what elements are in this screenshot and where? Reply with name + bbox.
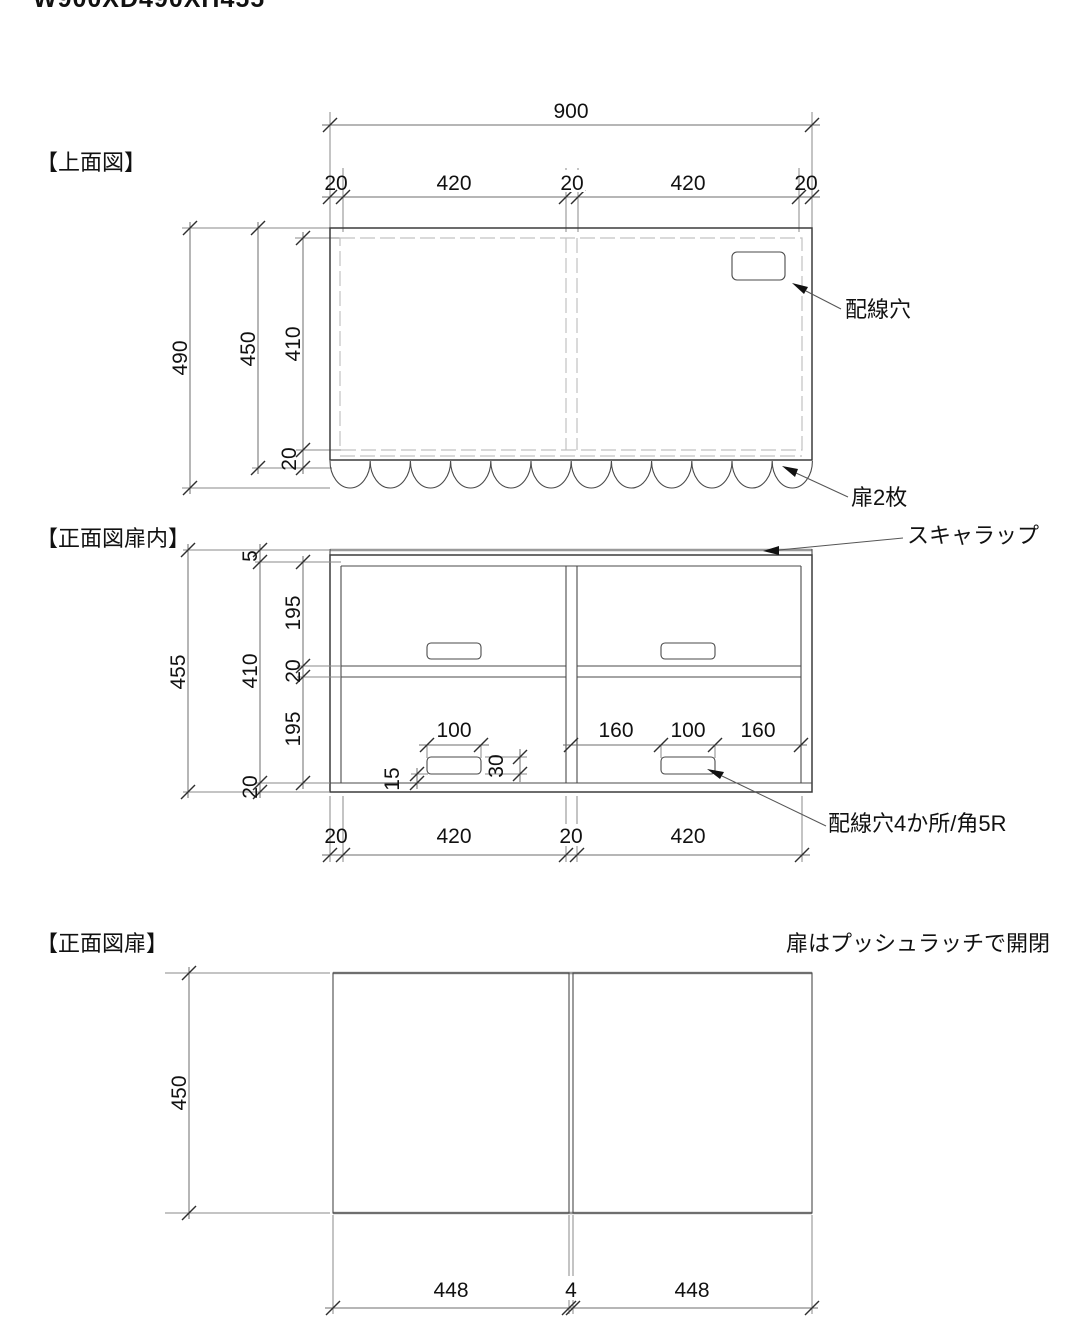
top-view-extension-lines bbox=[182, 112, 813, 489]
front-doors-body bbox=[332, 971, 813, 1215]
front-doors-heading: 【正面図扉】 bbox=[36, 931, 168, 956]
dim-door-thickness: 20 bbox=[278, 447, 301, 470]
left-door bbox=[332, 972, 570, 1214]
dim-w-seg: 420 bbox=[436, 172, 471, 195]
top-view: 【上面図】 bbox=[36, 100, 911, 510]
dim-h-seg: 195 bbox=[282, 711, 305, 746]
wiring-hole bbox=[660, 756, 716, 775]
dim-w-seg: 420 bbox=[670, 172, 705, 195]
right-door bbox=[572, 972, 813, 1214]
front-open-view: 【正面図扉内】 bbox=[36, 523, 1039, 863]
dim-h-seg: 20 bbox=[282, 659, 305, 682]
dim-w-seg: 20 bbox=[794, 172, 817, 195]
dim-depth-mid: 450 bbox=[237, 331, 260, 366]
front-doors-dims bbox=[165, 965, 820, 1316]
dim-right-seg: 100 bbox=[670, 719, 705, 742]
wiring-holes-label: 配線穴4か所/角5R bbox=[828, 811, 1006, 836]
dim-depth-inner: 410 bbox=[282, 326, 305, 361]
front-doors-view: 【正面図扉】 扉はプッシュラッチで開閉 450 448 4 448 bbox=[36, 931, 1050, 1316]
wiring-hole bbox=[660, 642, 716, 660]
dim-door-seg: 4 bbox=[565, 1279, 577, 1302]
dim-hole-offset: 15 bbox=[381, 767, 404, 790]
dim-hole-width: 100 bbox=[436, 719, 471, 742]
wiring-hole bbox=[426, 642, 482, 660]
top-view-body bbox=[329, 227, 813, 489]
dim-w-seg: 20 bbox=[324, 825, 347, 848]
wiring-hole-label: 配線穴 bbox=[845, 297, 911, 322]
dim-right-seg: 160 bbox=[598, 719, 633, 742]
front-open-hole-dims bbox=[409, 737, 809, 791]
arrow-wiring-holes bbox=[707, 769, 724, 779]
dim-w-seg: 20 bbox=[560, 172, 583, 195]
dim-depth-outer: 490 bbox=[169, 340, 192, 375]
arrow-doors bbox=[782, 466, 798, 477]
dim-door-seg: 448 bbox=[433, 1279, 468, 1302]
push-latch-note: 扉はプッシュラッチで開閉 bbox=[786, 931, 1050, 956]
wiring-hole-top-view bbox=[731, 251, 786, 281]
arrow-scallop bbox=[763, 546, 779, 555]
dim-bottom-panel: 20 bbox=[239, 775, 262, 798]
door-scallops bbox=[329, 460, 813, 489]
dim-height-total: 455 bbox=[167, 654, 190, 689]
dim-h-seg: 195 bbox=[282, 595, 305, 630]
dim-total-width: 900 bbox=[553, 100, 588, 123]
top-view-dim-lines bbox=[182, 117, 820, 496]
model-code: W900XD490XH455 bbox=[33, 0, 265, 13]
dim-w-seg: 20 bbox=[559, 825, 582, 848]
dim-door-seg: 448 bbox=[674, 1279, 709, 1302]
front-open-body bbox=[329, 548, 813, 793]
top-view-callouts: 配線穴 扉2枚 bbox=[782, 283, 911, 510]
dim-door-height: 450 bbox=[168, 1075, 191, 1110]
wiring-hole bbox=[426, 756, 482, 775]
dim-w-seg: 420 bbox=[670, 825, 705, 848]
front-open-callouts: スキャラップ 配線穴4か所/角5R bbox=[707, 523, 1039, 836]
dim-right-seg: 160 bbox=[740, 719, 775, 742]
dim-top-lip: 5 bbox=[239, 550, 262, 562]
front-open-left-dims bbox=[180, 542, 341, 800]
arrow-wiring-hole bbox=[792, 283, 808, 294]
front-open-heading: 【正面図扉内】 bbox=[36, 526, 190, 551]
dim-height-inner: 410 bbox=[239, 653, 262, 688]
dim-w-seg: 20 bbox=[324, 172, 347, 195]
dim-hole-height: 30 bbox=[485, 754, 508, 777]
doors-label: 扉2枚 bbox=[851, 485, 907, 510]
dim-w-seg: 420 bbox=[436, 825, 471, 848]
scallop-label: スキャラップ bbox=[907, 523, 1039, 548]
top-view-heading: 【上面図】 bbox=[36, 150, 146, 175]
